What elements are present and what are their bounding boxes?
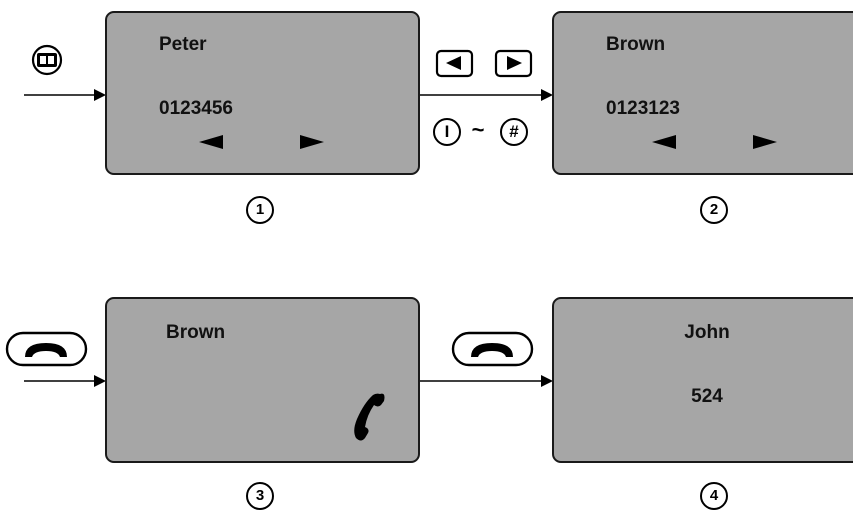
step-circle-3 — [246, 482, 274, 510]
screen-name: Peter — [159, 34, 207, 55]
screen-2: Brown 0123123 — [552, 11, 853, 175]
screen-3: Brown — [105, 297, 420, 463]
handset-icon — [354, 393, 385, 441]
screen-name: Brown — [606, 34, 666, 55]
right-arrow-icon — [300, 135, 324, 149]
step-number: 2 — [709, 201, 719, 218]
screen-number: 0123456 — [159, 98, 233, 119]
hangup-key-icon — [451, 331, 534, 367]
screen-number: 524 — [691, 386, 723, 407]
step-number: 4 — [709, 487, 719, 504]
screen-1: Peter 0123456 — [105, 11, 420, 175]
range-separator: ~ — [471, 117, 485, 142]
screen-name: Brown — [166, 322, 226, 343]
right-arrow-icon — [753, 135, 777, 149]
left-arrow-icon — [199, 135, 223, 149]
phonebook-key-icon — [31, 44, 63, 76]
left-arrow-icon — [652, 135, 676, 149]
screen-number: 0123123 — [606, 98, 680, 119]
screen-name: John — [684, 322, 730, 343]
right-key-icon — [494, 49, 533, 78]
hangup-key-icon — [5, 331, 88, 367]
digit-key-first: I — [433, 118, 461, 146]
step-circle-2 — [700, 196, 728, 224]
step-circle-4 — [700, 482, 728, 510]
digit-key-last: # — [500, 118, 528, 146]
left-key-icon — [435, 49, 474, 78]
digit-key-last-label: # — [509, 122, 519, 141]
screen-4: John 524 — [552, 297, 853, 463]
step-number: 3 — [255, 487, 265, 504]
step-circle-1 — [246, 196, 274, 224]
step-number: 1 — [255, 201, 265, 218]
digit-key-first-label: I — [444, 122, 450, 141]
